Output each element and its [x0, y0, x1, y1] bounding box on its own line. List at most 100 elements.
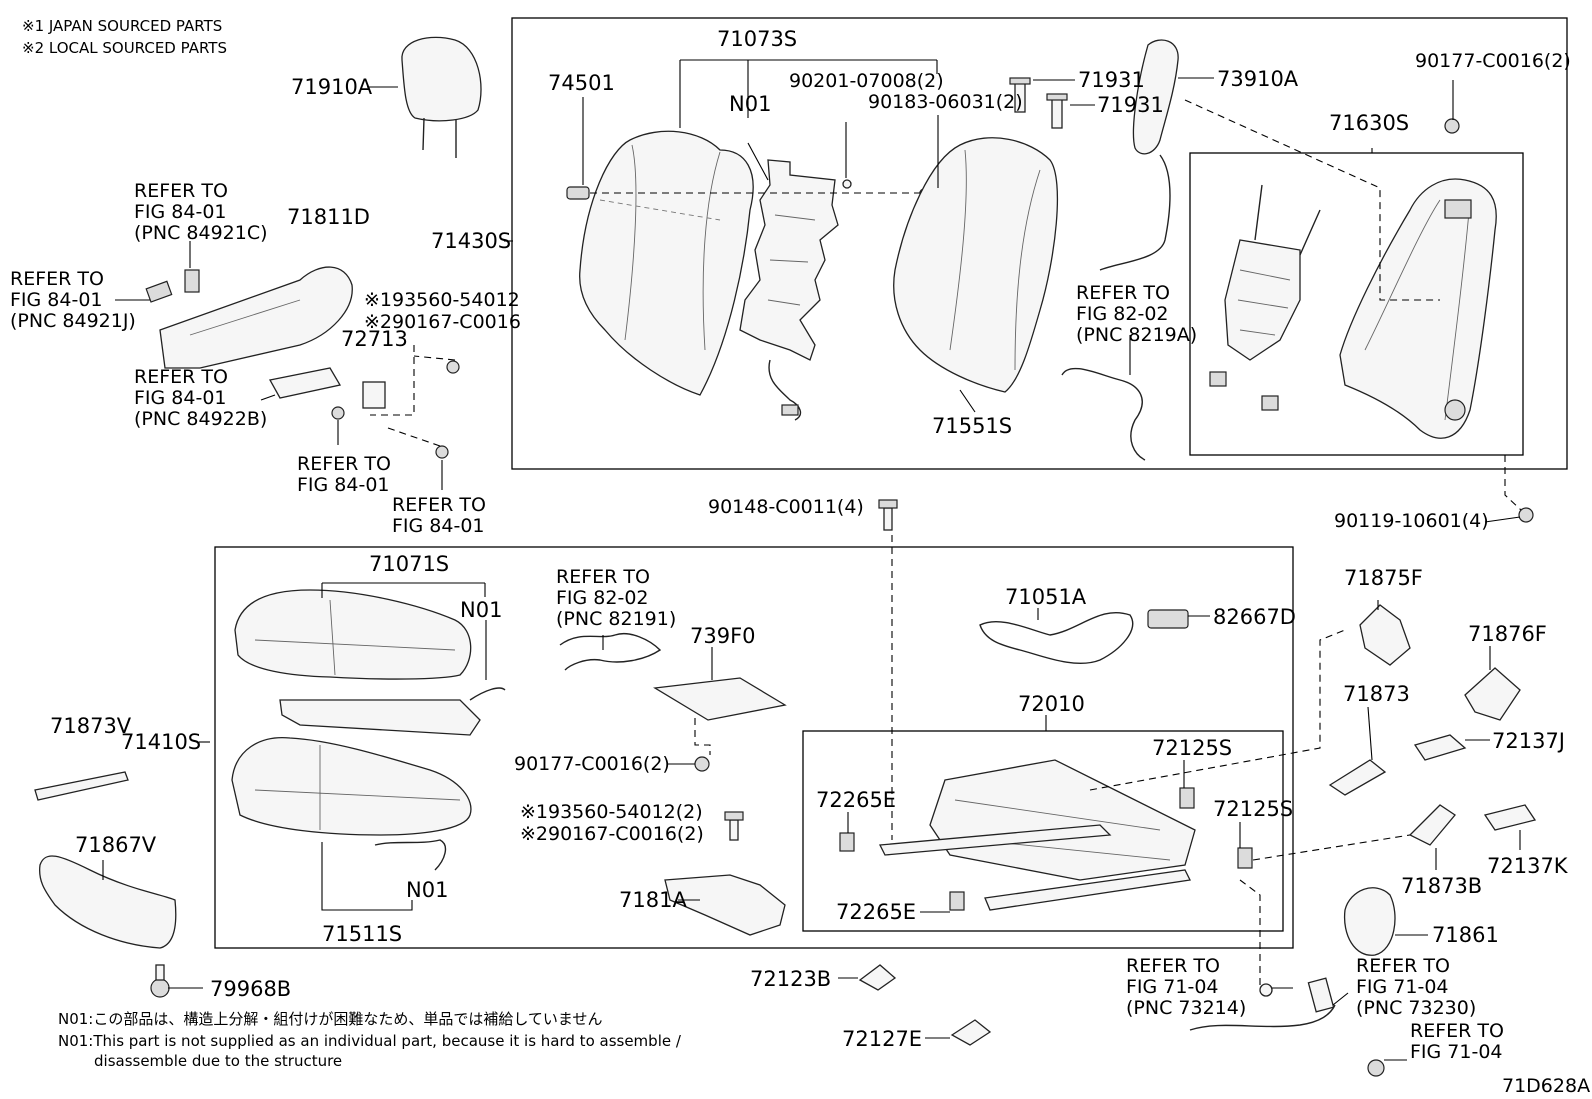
- refer-1-line1: REFER TO: [134, 180, 228, 202]
- seatback-frame-shape: [1339, 178, 1497, 439]
- seatback-harness: [1061, 367, 1146, 461]
- cover-71876F: [1464, 667, 1521, 721]
- note-english-1: N01:This part is not supplied as an indi…: [58, 1032, 682, 1050]
- refer-7-line2: FIG 82-02: [556, 587, 649, 609]
- cover-71873: [1328, 759, 1387, 796]
- frame-subgroup-box: [1189, 152, 1524, 456]
- label-71875F: 71875F: [1344, 566, 1423, 590]
- screw-c: [435, 445, 449, 459]
- rail-cover-71873V: [34, 771, 129, 801]
- clip-72265E-a: [839, 832, 855, 852]
- label-71051A: 71051A: [1005, 585, 1087, 609]
- cover-71875F: [1359, 604, 1411, 666]
- clip-72125S-a: [1179, 787, 1195, 809]
- refer-3-line3: (PNC 84922B): [134, 408, 267, 430]
- seatback-group-box: [511, 17, 1568, 470]
- motor-unit-shape: [268, 367, 342, 399]
- label-71873B: 71873B: [1401, 874, 1482, 898]
- refer-4-line2: FIG 84-01: [297, 474, 390, 496]
- label-72127E: 72127E: [842, 1027, 922, 1051]
- label-71410S: 71410S: [121, 730, 201, 754]
- hog-ring-a: [842, 179, 852, 189]
- refer-5-line1: REFER TO: [392, 494, 486, 516]
- diagram-id: 71D628A: [1502, 1075, 1590, 1097]
- nut-90177-top: [1444, 118, 1460, 134]
- label-90201: 90201-07008(2): [789, 70, 944, 92]
- label-90148: 90148-C0011(4): [708, 496, 864, 518]
- refer-5-line2: FIG 84-01: [392, 515, 485, 537]
- seat-heater-shape: [279, 687, 506, 736]
- bolt-90148: [878, 499, 898, 531]
- refer-7-line3: (PNC 82191): [556, 608, 676, 630]
- seatbelt-buckle: [1189, 1004, 1336, 1031]
- refer-7-line1: REFER TO: [556, 566, 650, 588]
- label-71873: 71873: [1343, 682, 1410, 706]
- label-71551S: 71551S: [932, 414, 1012, 438]
- label-71931-b: 71931: [1097, 93, 1164, 117]
- clip-72123B: [858, 964, 897, 991]
- label-73910A: 73910A: [1217, 67, 1299, 91]
- headrest-shape: [401, 36, 482, 158]
- label-N01-top: N01: [729, 92, 771, 116]
- label-90119: 90119-10601(4): [1334, 510, 1489, 532]
- label-72137K: 72137K: [1487, 854, 1569, 878]
- label-71861: 71861: [1432, 923, 1499, 947]
- label-82667D: 82667D: [1213, 605, 1296, 629]
- label-72123B: 72123B: [750, 967, 831, 991]
- label-290167b: ※290167-C0016(2): [520, 823, 704, 845]
- refer-9-line3: (PNC 73230): [1356, 997, 1476, 1019]
- refer-8-line1: REFER TO: [1126, 955, 1220, 977]
- label-N01-bottom: N01: [406, 878, 448, 902]
- refer-2-line1: REFER TO: [10, 268, 104, 290]
- legend-japan: ※1 JAPAN SOURCED PARTS: [22, 17, 222, 35]
- main-harness-shape: [979, 612, 1134, 664]
- seat-cushion-cover-shape: [234, 589, 472, 680]
- screw-71931-a: [1009, 77, 1031, 113]
- buckle-head: [1307, 977, 1335, 1013]
- bracket-7181A-shape: [664, 874, 786, 936]
- label-74501: 74501: [548, 71, 615, 95]
- refer-3-line2: FIG 84-01: [134, 387, 227, 409]
- cover-71861: [1343, 887, 1396, 956]
- clip-72265E-b: [949, 891, 965, 911]
- refer-6-line2: FIG 82-02: [1076, 303, 1169, 325]
- bracket-72713: [362, 381, 386, 409]
- refer-6-line3: (PNC 8219A): [1076, 324, 1197, 346]
- label-290167: ※290167-C0016: [364, 311, 521, 333]
- refer-8-line2: FIG 71-04: [1126, 976, 1219, 998]
- front-trim-71867V: [38, 855, 177, 949]
- cover-71873B: [1408, 804, 1456, 846]
- refer-10-line2: FIG 71-04: [1410, 1041, 1503, 1063]
- clip-72127E: [950, 1019, 992, 1046]
- heater-harness: [559, 633, 662, 671]
- label-72125S-a: 72125S: [1152, 736, 1232, 760]
- nut-90177-mid: [694, 756, 710, 772]
- label-71430S: 71430S: [431, 229, 511, 253]
- refer-10-line1: REFER TO: [1410, 1020, 1504, 1042]
- seatback-heater-shape: [739, 159, 839, 421]
- screw-a: [446, 360, 460, 374]
- label-72713: 72713: [341, 327, 408, 351]
- cushion-harness: [374, 839, 447, 871]
- label-71630S: 71630S: [1329, 111, 1409, 135]
- legend-local: ※2 LOCAL SOURCED PARTS: [22, 39, 227, 57]
- seat-cushion-pad-shape: [231, 736, 472, 836]
- refer-8-line3: (PNC 73214): [1126, 997, 1246, 1019]
- refer-9-line2: FIG 71-04: [1356, 976, 1449, 998]
- label-90183: 90183-06031(2): [868, 91, 1023, 113]
- adjuster-subgroup-box: [802, 730, 1284, 932]
- seatback-cover-shape: [566, 130, 754, 396]
- washer-73214: [1259, 983, 1273, 997]
- label-71931-a: 71931: [1078, 68, 1145, 92]
- label-72125S-b: 72125S: [1213, 797, 1293, 821]
- nut-buckle: [1367, 1059, 1385, 1077]
- label-739F0: 739F0: [690, 624, 756, 648]
- lumbar-support-shape: [1209, 184, 1321, 411]
- note-english-2: disassemble due to the structure: [94, 1052, 342, 1070]
- clip-72125S-b: [1237, 847, 1253, 869]
- note-japanese: N01:この部品は、構造上分解・組付けが困難なため、単品では補給していません: [58, 1010, 602, 1028]
- label-72265E-a: 72265E: [816, 788, 896, 812]
- refer-2-line2: FIG 84-01: [10, 289, 103, 311]
- cover-72137J: [1413, 734, 1467, 761]
- label-90177-top: 90177-C0016(2): [1415, 50, 1571, 72]
